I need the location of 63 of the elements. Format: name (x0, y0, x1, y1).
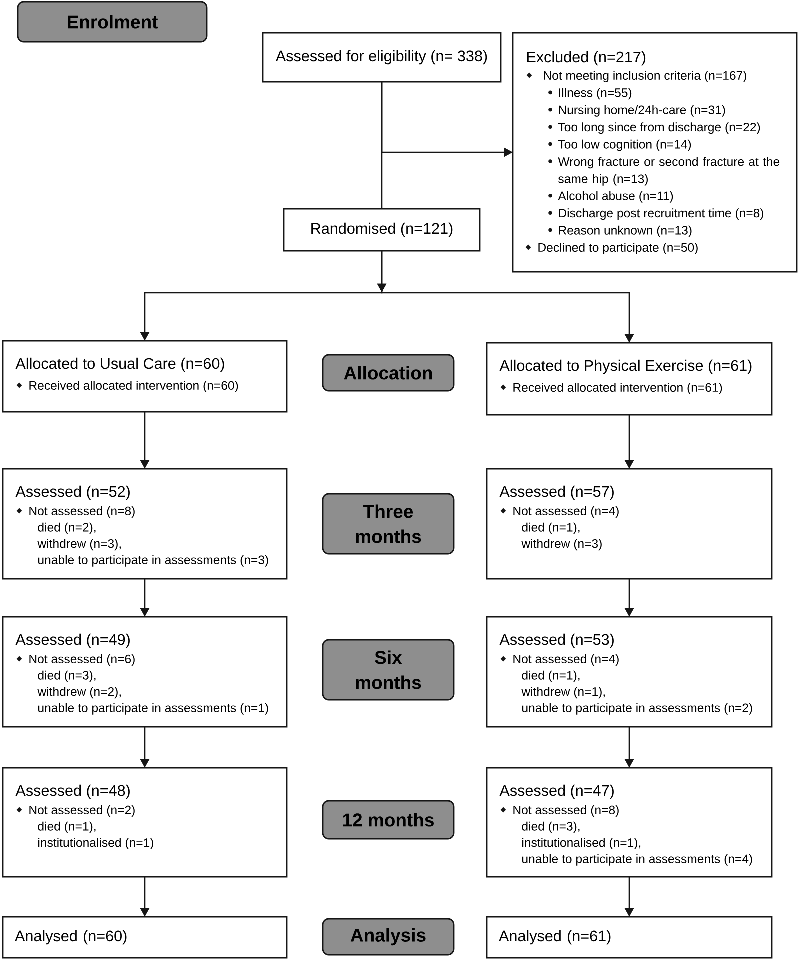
list-item: Not assessed (n=4) (514, 506, 619, 518)
process-box (486, 468, 773, 580)
list-item: Declined to participate (n=50) (538, 243, 698, 254)
list-item: Not assessed (n=8) (30, 506, 135, 518)
box-title: Allocated to Physical Exercise (n=61) (500, 360, 752, 374)
process-box (486, 616, 773, 728)
list-item: unable to participate in assessments (n=3) (38, 555, 268, 567)
list-item: withdrew (n=3) (522, 539, 602, 551)
phase-box: Allocation (322, 354, 455, 392)
list-item: died (n=3), (522, 822, 580, 834)
box-title: Assessed (n=48) (16, 784, 130, 800)
box-title: Assessed (n=52) (16, 486, 130, 500)
list-item: Received allocated intervention (n=61) (514, 383, 722, 394)
list-item: unable to participate in assessments (n=4) (522, 854, 752, 866)
box-title: Assessed (n=53) (500, 634, 614, 648)
list-item: died (n=2), (38, 522, 96, 534)
box-title: Assessed (n=57) (500, 486, 614, 500)
list-item: died (n=1), (38, 822, 96, 834)
list-item: Not assessed (n=4) (514, 654, 619, 666)
list-item: institutionalised (n=1) (38, 838, 154, 850)
list-item: Not assessed (n=6) (30, 654, 135, 666)
list-item: Too low cognition (n=14) (558, 140, 692, 152)
process-box: Analysed (n=60) (2, 916, 288, 959)
phase-box: Three months (322, 493, 455, 555)
list-item: institutionalised (n=1), (522, 838, 641, 850)
process-box (2, 767, 288, 878)
process-box (512, 32, 798, 273)
box-title: Allocated to Usual Care (n=60) (16, 358, 224, 372)
list-item: unable to participate in assessments (n=2) (522, 703, 752, 715)
process-box (2, 616, 288, 728)
list-item: Not assessed (n=2) (30, 806, 135, 817)
phase-box: Six months (322, 639, 455, 701)
list-item: Reason unknown (n=13) (559, 226, 692, 238)
list-item: Discharge post recruitment time (n=8) (559, 208, 764, 220)
list-item: withdrew (n=2), (38, 687, 121, 699)
list-item: withdrew (n=1), (522, 687, 605, 699)
process-box (2, 468, 288, 580)
box-title: Assessed (n=49) (16, 634, 130, 648)
list-item: died (n=1), (522, 670, 580, 682)
phase-box: 12 months (322, 800, 455, 840)
list-item: Not assessed (n=8) (514, 806, 619, 817)
box-title: Assessed (n=47) (500, 784, 614, 800)
list-item: Alcohol abuse (n=11) (558, 191, 674, 203)
process-box (486, 767, 773, 878)
list-item: died (n=1), (522, 522, 580, 534)
list-item: Not meeting inclusion criteria (n=167) (544, 71, 746, 82)
process-box: Assessed for eligibility (n= 338) (262, 32, 502, 83)
phase-box: Enrolment (17, 1, 208, 43)
list-item: Illness (n=55) (559, 88, 632, 100)
process-box (486, 342, 773, 416)
phase-box: Analysis (322, 918, 455, 956)
list-item: Nursing home/24h-care (n=31) (559, 105, 726, 117)
list-item: Too long since from discharge (n=22) (558, 122, 760, 134)
list-item: Wrong fracture or second fracture at the same hip (n=13) (558, 157, 780, 186)
list-item: withdrew (n=3), (38, 539, 121, 551)
process-box: Randomised (n=121) (283, 208, 481, 252)
process-box: Analysed (n=61) (486, 916, 773, 959)
list-item: unable to participate in assessments (n=1) (38, 703, 268, 715)
box-title: Excluded (n=217) (527, 51, 646, 66)
list-item: died (n=3), (38, 670, 96, 682)
process-box (2, 340, 288, 413)
list-item: Received allocated intervention (n=60) (30, 381, 238, 392)
connector-line (381, 82, 383, 209)
